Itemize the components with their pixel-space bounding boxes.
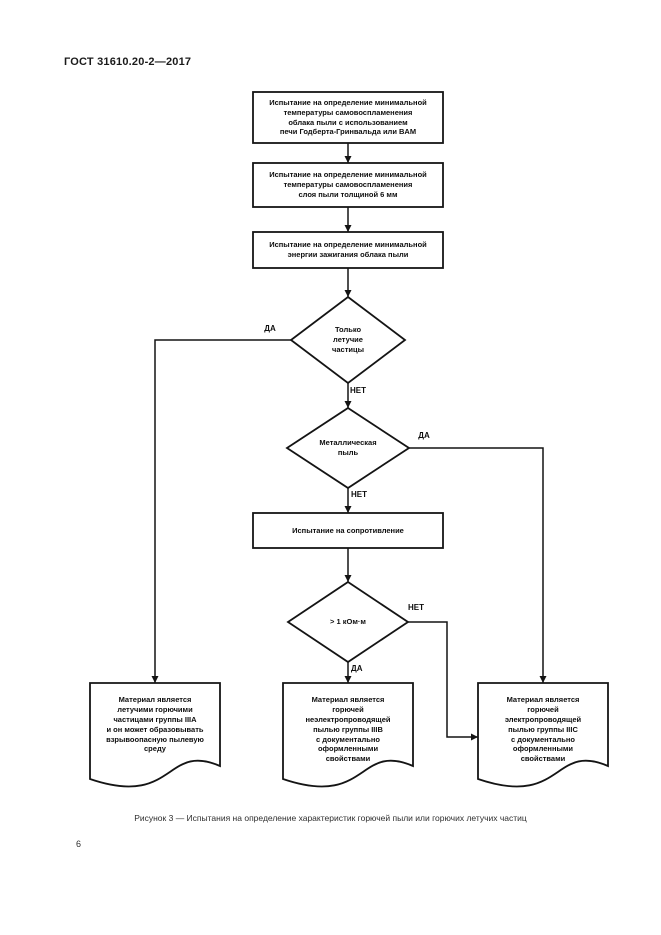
- arrow-icon: [151, 676, 159, 683]
- arrow-icon: [344, 401, 352, 408]
- document-group-iiia: [89, 682, 221, 788]
- arrow-icon: [344, 156, 352, 163]
- decision-diamonds: [285, 295, 411, 664]
- box-text-test-ignition-temp-layer: Испытание на определение минимальной тем…: [269, 170, 427, 199]
- document-shapes: [89, 682, 609, 788]
- diamond-resistance-threshold: [286, 580, 410, 664]
- connector-decision3-no: [408, 621, 478, 738]
- branch-label-yes-decision2: ДА: [418, 431, 430, 440]
- arrow-icon: [344, 676, 352, 683]
- branch-label-no-decision2: НЕТ: [351, 490, 367, 499]
- decision-text-resistance-threshold: > 1 кОм·м: [330, 617, 366, 627]
- document-header: ГОСТ 31610.20-2—2017: [64, 56, 192, 68]
- connector-decision2-yes: [409, 447, 544, 683]
- arrow-icon: [471, 733, 478, 741]
- branch-label-yes-decision3: ДА: [351, 664, 363, 673]
- document-text-group-iiic: Материал является горючей электропроводя…: [504, 695, 582, 764]
- arrow-icon: [344, 575, 352, 582]
- diamond-metallic-dust: [285, 406, 411, 490]
- box-text-test-resistance: Испытание на сопротивление: [292, 525, 404, 535]
- decision-text-metallic-dust: Металлическая пыль: [319, 438, 377, 457]
- arrow-icon: [539, 676, 547, 683]
- document-group-iiib: [282, 682, 414, 788]
- arrow-icon: [344, 506, 352, 513]
- box-text-test-ignition-temp-cloud: Испытание на определение минимальной тем…: [269, 97, 427, 137]
- figure-caption: Рисунок 3 — Испытания на определение хар…: [134, 813, 527, 823]
- connector-decision1-yes: [154, 339, 291, 683]
- box-test-resistance: [252, 512, 444, 549]
- branch-label-yes-decision1: ДА: [264, 324, 276, 333]
- branch-label-no-decision1: НЕТ: [350, 386, 366, 395]
- process-boxes: [252, 91, 444, 549]
- box-text-test-ignition-energy: Испытание на определение минимальной эне…: [269, 240, 427, 259]
- box-test-ignition-temp-layer: [252, 162, 444, 208]
- branch-label-no-decision3: НЕТ: [408, 603, 424, 612]
- arrow-icon: [344, 290, 352, 297]
- box-test-ignition-temp-cloud: [252, 91, 444, 144]
- decision-text-only-flyings: Только летучие частицы: [332, 325, 364, 354]
- diamond-only-flyings: [289, 295, 407, 385]
- document-text-group-iiib: Материал является горючей неэлектропрово…: [305, 695, 391, 764]
- box-test-ignition-energy: [252, 231, 444, 269]
- arrow-icon: [344, 225, 352, 232]
- document-group-iiic: [477, 682, 609, 788]
- arrowheads: [151, 156, 547, 741]
- page-number: 6: [76, 839, 82, 849]
- document-text-group-iiia: Материал является летучими горючими част…: [106, 695, 204, 754]
